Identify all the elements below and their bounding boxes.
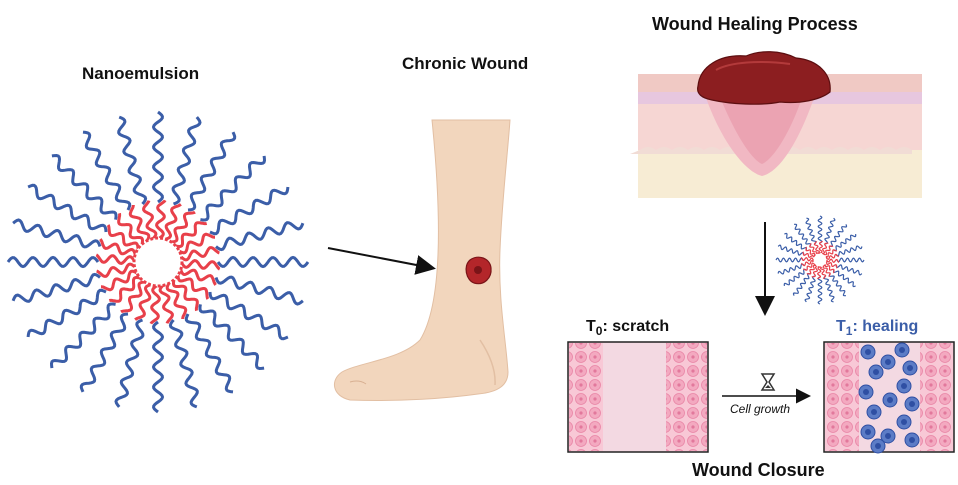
arrow-right-icon — [328, 248, 432, 268]
surfactant-core — [134, 238, 182, 286]
small-surfactant-tail — [837, 258, 864, 262]
t0-scratch-panel — [568, 342, 708, 452]
migrating-cell-nucleus — [873, 369, 879, 375]
surfactant-tail — [218, 258, 308, 267]
migrating-cell-nucleus — [871, 409, 877, 415]
small-surfactant-core — [813, 253, 827, 267]
surfactant-tail — [8, 258, 98, 267]
surfactant-head — [135, 285, 150, 320]
surfactant-head — [130, 205, 149, 241]
t1-healing-panel — [824, 342, 954, 453]
small-surfactant-tail — [776, 258, 803, 262]
chronic-wound-title: Chronic Wound — [402, 54, 528, 74]
small-surfactant-tail — [818, 277, 822, 304]
wound-closure-title: Wound Closure — [692, 460, 825, 481]
nanoemulsion-droplet — [8, 112, 308, 412]
t1-label: T1: healing — [836, 318, 918, 338]
migrating-cell-nucleus — [875, 443, 881, 449]
t0-text: : scratch — [602, 318, 669, 335]
migrating-cell-nucleus — [887, 397, 893, 403]
surfactant-tail — [52, 304, 116, 368]
small-surfactant-tail — [778, 245, 804, 255]
surfactant-head — [181, 270, 216, 285]
surfactant-tail — [116, 320, 143, 407]
migrating-cell-nucleus — [885, 433, 891, 439]
cell-growth-caption: Cell growth — [730, 402, 790, 416]
nanoemulsion-title: Nanoemulsion — [82, 64, 199, 84]
surfactant-head — [182, 261, 220, 270]
migrating-cell-nucleus — [865, 429, 871, 435]
surfactant-head — [157, 200, 166, 238]
surfactant-tail — [13, 220, 100, 247]
surfactant-tail — [13, 274, 100, 301]
surfactant-head — [96, 255, 134, 264]
small-surfactant-tail — [836, 265, 862, 275]
surfactant-tail — [154, 322, 163, 412]
surfactant-tail — [52, 156, 116, 220]
migrating-cell-nucleus — [899, 347, 905, 353]
surfactant-head — [167, 284, 186, 320]
migrating-cell-nucleus — [865, 349, 871, 355]
small-surfactant-tail — [805, 276, 815, 302]
migrating-cell-nucleus — [909, 437, 915, 443]
wound-healing-process-title: Wound Healing Process — [652, 14, 858, 35]
surfactant-head — [151, 286, 160, 324]
migrating-cell-nucleus — [863, 389, 869, 395]
surfactant-tail — [200, 156, 264, 220]
migrating-cell-nucleus — [901, 419, 907, 425]
surfactant-tail — [119, 117, 146, 204]
surfactant-head — [166, 204, 181, 239]
surfactant-head — [180, 234, 216, 253]
surfactant-tail — [200, 304, 264, 368]
t0-letter: T — [586, 318, 596, 335]
wound-cross-section — [630, 52, 922, 198]
migrating-cell-nucleus — [901, 383, 907, 389]
surfactant-tail — [216, 277, 303, 304]
hourglass-icon — [762, 374, 774, 390]
t0-label: T0: scratch — [586, 318, 669, 338]
migrating-cell-nucleus — [885, 359, 891, 365]
surfactant-tail — [173, 117, 200, 204]
surfactant-tail — [170, 320, 197, 407]
t1-letter: T — [836, 318, 846, 335]
t1-text: : healing — [852, 318, 918, 335]
migrating-cell-nucleus — [907, 365, 913, 371]
surfactant-tail — [216, 223, 303, 250]
small-nanoemulsion-droplet — [776, 216, 864, 304]
migrating-cell-nucleus — [909, 401, 915, 407]
small-surfactant-tail — [818, 216, 822, 243]
small-surfactant-tail — [825, 218, 835, 244]
chronic-wound-lesion — [466, 257, 491, 283]
surfactant-tail — [154, 112, 163, 202]
surfactant-head — [100, 239, 135, 254]
surfactant-head — [101, 271, 137, 290]
